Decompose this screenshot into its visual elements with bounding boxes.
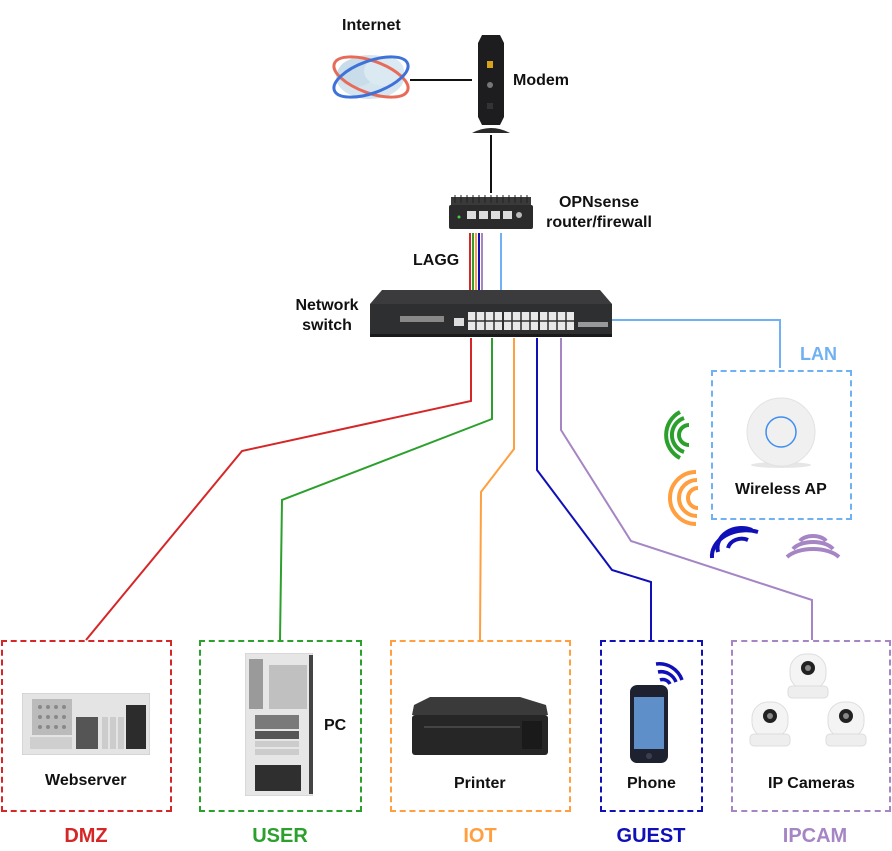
- modem-icon: [470, 33, 512, 135]
- phone-icon: [628, 683, 672, 765]
- ip-cameras-icon: [748, 652, 868, 752]
- ip-camera-right: [825, 701, 867, 747]
- device-label-user: PC: [324, 717, 347, 734]
- zone-label-guest: GUEST: [616, 825, 686, 847]
- webserver-icon: [21, 692, 151, 756]
- modem-label: Modem: [513, 72, 569, 89]
- lagg-bundle: [469, 233, 483, 290]
- zone-label-user: USER: [252, 825, 308, 847]
- wire-dmz: [85, 338, 472, 641]
- network-switch-icon: [370, 290, 612, 338]
- wifi-signal-guest-icon: [709, 525, 759, 559]
- switch-label: Network switch: [292, 296, 362, 336]
- printer-icon: [410, 693, 550, 757]
- zone-label-iot: IOT: [463, 825, 497, 847]
- router-icon: [449, 193, 533, 233]
- zone-box-iot: [390, 640, 571, 812]
- phone-wifi-icon: [655, 662, 684, 685]
- device-label-ipcam: IP Cameras: [768, 775, 855, 792]
- device-label-dmz: Webserver: [45, 772, 127, 789]
- wifi-signal-iot-icon: [668, 470, 699, 526]
- zone-box-user: [199, 640, 362, 812]
- wifi-signal-user-icon: [664, 410, 690, 460]
- router-label-line1: OPNsense: [558, 194, 640, 211]
- zone-box-ipcam: [731, 640, 891, 812]
- internet-label: Internet: [342, 17, 401, 34]
- wire-guest: [536, 338, 652, 640]
- wire-iot: [479, 338, 515, 641]
- wire-switch-ap: [612, 319, 781, 368]
- internet-cloud-icon: [330, 45, 412, 107]
- zone-box-dmz: [1, 640, 172, 812]
- switch-label-line1: Network: [295, 297, 359, 314]
- device-label-guest: Phone: [627, 775, 676, 792]
- zone-label-ipcam: IPCAM: [782, 825, 848, 847]
- lan-label: LAN: [800, 344, 837, 364]
- ip-camera-left: [749, 701, 791, 747]
- router-label-line2: router/firewall: [546, 214, 652, 231]
- router-label: OPNsense router/firewall: [546, 193, 652, 233]
- wireless-ap-icon: [744, 397, 818, 469]
- zone-box-guest: [600, 640, 703, 812]
- wire-user: [279, 338, 493, 641]
- wifi-signal-ipcam-icon: [785, 534, 841, 559]
- device-label-iot: Printer: [454, 775, 506, 792]
- pc-icon: [244, 652, 314, 797]
- lan-zone-box: [711, 370, 852, 520]
- lagg-label: LAGG: [413, 252, 460, 269]
- wire-ipcam: [560, 338, 813, 640]
- ip-camera-top: [787, 653, 829, 699]
- wireless-ap-label: Wireless AP: [735, 481, 827, 498]
- switch-label-line2: switch: [302, 317, 352, 334]
- zone-label-dmz: DMZ: [64, 825, 108, 847]
